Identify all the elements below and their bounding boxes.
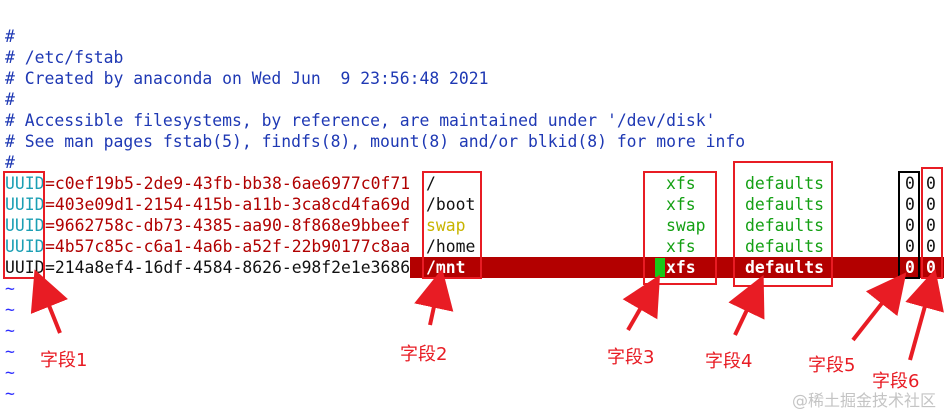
comment-line: # [5,27,15,46]
mount-options: defaults [745,174,824,193]
mount-options: defaults [745,195,824,214]
fs-type: xfs [666,174,696,193]
field6-label: 字段6 [872,371,920,392]
field2-label: 字段2 [400,344,448,365]
mount-options: defaults [745,237,824,256]
field4-box [733,161,833,287]
comment-line: # See man pages fstab(5), findfs(8), mou… [5,132,746,151]
comment-line: # [5,90,15,109]
empty-line-marker: ~ [5,363,15,382]
field3-label: 字段3 [607,347,655,368]
watermark: @稀土掘金技术社区 [791,391,936,410]
comment-line: # Created by anaconda on Wed Jun 9 23:56… [5,69,489,88]
empty-line-marker: ~ [5,300,15,319]
field5-label: 字段5 [808,355,856,376]
empty-line-marker: ~ [5,321,15,340]
comment-line: # /etc/fstab [5,48,124,67]
fs-type: swap [666,216,706,235]
uuid-key: UUID [5,237,45,256]
pass-field: 0 [926,195,936,214]
empty-line-marker: ~ [5,279,15,298]
field1-label: 字段1 [40,350,88,371]
mount-point: / [426,174,436,193]
empty-line-marker: ~ [5,342,15,361]
comment-line: # Accessible filesystems, by reference, … [5,111,716,130]
dump-field: 0 [905,195,915,214]
field4-label: 字段4 [705,351,753,372]
uuid-key: UUID [5,195,45,214]
pass-field: 0 [926,216,936,235]
empty-line-marker: ~ [5,384,15,403]
text-cursor [655,258,665,277]
field3-box [643,171,717,285]
uuid-key: UUID [5,174,45,193]
dump-field: 0 [905,258,915,277]
fs-type: xfs [666,237,696,256]
pass-field: 0 [926,237,936,256]
uuid-value: =403e09d1-2154-415b-a11b-3ca8cd4fa69d [45,195,411,214]
fs-type: xfs [666,195,696,214]
pass-field: 0 [926,258,936,277]
uuid-key: UUID [5,216,45,235]
uuid-value: =c0ef19b5-2de9-43fb-bb38-6ae6977c0f71 [45,174,411,193]
comment-line: # [5,153,15,172]
pass-field: 0 [926,174,936,193]
uuid-value: =4b57c85c-c6a1-4a6b-a52f-22b90177c8aa [45,237,411,256]
mount-options: defaults [745,258,824,277]
uuid-value: =214a8ef4-16df-4584-8626-e98f2e1e3686 [45,257,411,278]
fs-type: xfs [666,258,696,277]
mount-point: swap [426,216,466,235]
dump-field: 0 [905,174,915,193]
uuid-value: =9662758c-db73-4385-aa90-8f868e9bbeef [45,216,411,235]
dump-field: 0 [905,216,915,235]
mount-point: /home [426,237,476,256]
field1-box [3,171,45,279]
mount-point: /boot [426,195,476,214]
dump-field: 0 [905,237,915,256]
mount-options: defaults [745,216,824,235]
